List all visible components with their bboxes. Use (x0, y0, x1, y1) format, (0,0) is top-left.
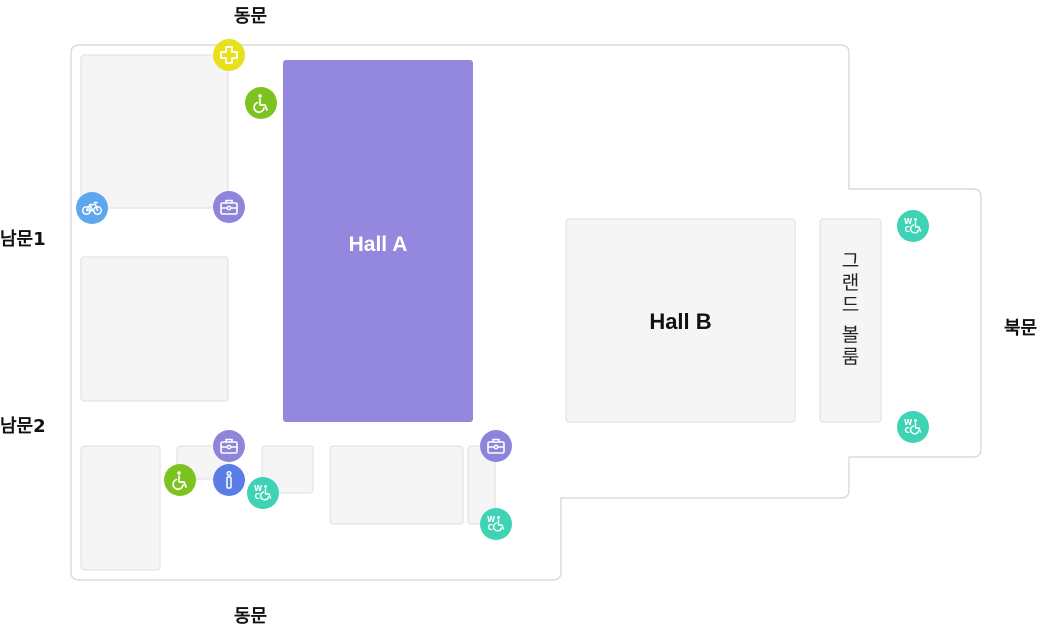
ballroom-char: 랜 (841, 272, 860, 294)
svg-text:C: C (905, 426, 911, 435)
gate-south-2: 남문2 (0, 416, 46, 437)
service-desk-icon[interactable] (213, 430, 245, 462)
hall-a[interactable] (283, 60, 473, 422)
svg-text:W: W (487, 515, 496, 524)
hall-a-label: Hall A (348, 233, 408, 256)
ballroom-char: 드 (841, 294, 860, 316)
service-desk-icon[interactable] (480, 430, 512, 462)
gate-east-top: 동문 (234, 6, 268, 27)
grand-ballroom[interactable] (819, 218, 882, 423)
wheelchair-icon[interactable] (245, 87, 277, 119)
gate-south-1: 남문1 (0, 229, 46, 250)
svg-text:W: W (904, 418, 913, 427)
service-desk-icon[interactable] (213, 191, 245, 223)
hall-b[interactable] (565, 218, 796, 423)
svg-text:W: W (254, 484, 263, 493)
svg-text:C: C (255, 492, 261, 501)
gate-north: 북문 (1004, 318, 1038, 339)
information-icon[interactable] (213, 464, 245, 496)
svg-text:C: C (488, 523, 494, 532)
gate-east-bottom: 동문 (234, 606, 268, 627)
wheelchair-icon[interactable] (164, 464, 196, 496)
grand-ballroom-label: 그 랜 드 볼 룸 (820, 250, 881, 368)
svg-text:C: C (905, 225, 911, 234)
ballroom-char: 룸 (841, 346, 860, 368)
ballroom-char: 볼 (841, 324, 860, 346)
ballroom-char: 그 (841, 250, 860, 272)
first-aid-icon[interactable] (213, 39, 245, 71)
bicycle-icon[interactable] (76, 192, 108, 224)
room-northwest (80, 54, 229, 209)
hall-b-label: Hall B (649, 309, 712, 334)
room-south-center (329, 445, 464, 525)
svg-text:W: W (904, 217, 913, 226)
room-west-middle (80, 256, 229, 402)
room-southwest (80, 445, 161, 571)
